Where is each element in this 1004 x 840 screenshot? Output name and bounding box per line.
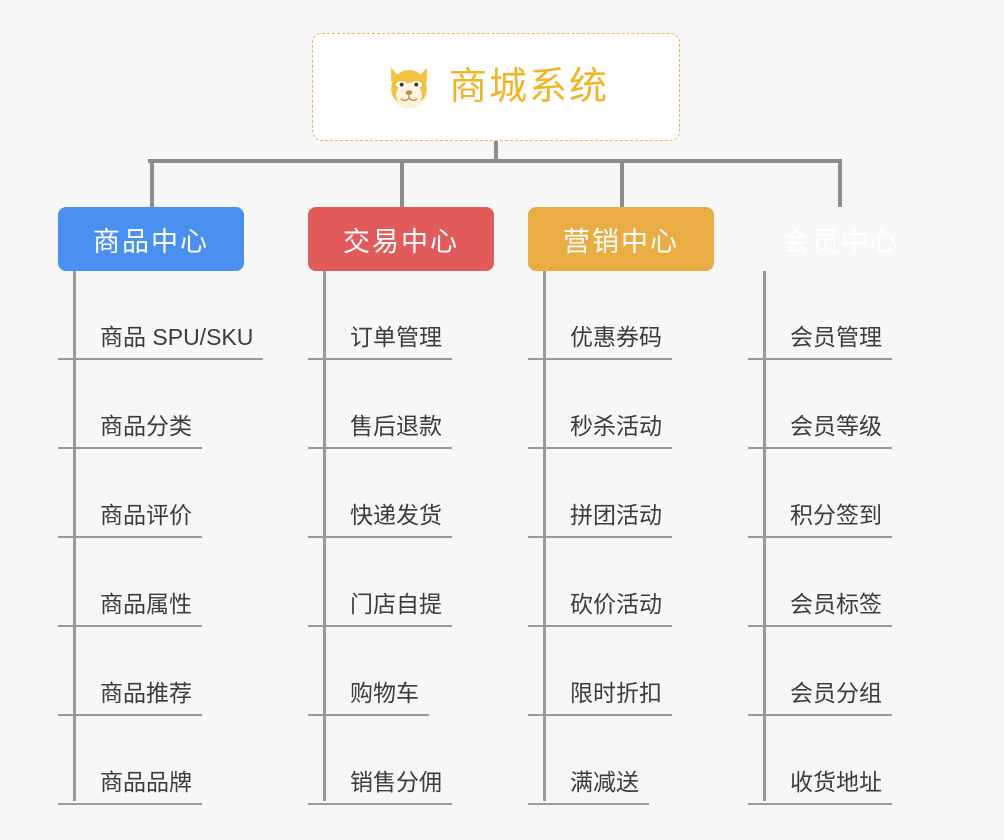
leaf-label: 会员标签 — [748, 590, 892, 627]
leaf-item[interactable]: 商品推荐 — [58, 627, 278, 716]
leaf-item[interactable]: 快递发货 — [308, 449, 528, 538]
leaf-label: 积分签到 — [748, 501, 892, 538]
leaf-label: 会员等级 — [748, 412, 892, 449]
leaf-item[interactable]: 门店自提 — [308, 538, 528, 627]
leaf-list-1: 订单管理 售后退款 快递发货 门店自提 购物车 销售分佣 — [308, 271, 528, 805]
leaf-item[interactable]: 销售分佣 — [308, 716, 528, 805]
leaf-label: 会员管理 — [748, 323, 892, 360]
category-label-2: 营销中心 — [563, 226, 679, 257]
category-header-3[interactable]: 会员中心 — [748, 207, 934, 271]
leaf-label: 快递发货 — [308, 501, 452, 538]
leaf-item[interactable]: 满减送 — [528, 716, 748, 805]
leaf-item[interactable]: 收货地址 — [748, 716, 968, 805]
connector-drop-0 — [150, 159, 154, 207]
leaf-label: 商品分类 — [58, 412, 202, 449]
spine-0 — [73, 271, 76, 801]
spine-1 — [323, 271, 326, 801]
shiba-dog-face-icon — [383, 61, 435, 113]
category-column-1: 交易中心 订单管理 售后退款 快递发货 门店自提 购物车 销售分佣 — [308, 0, 528, 840]
category-header-2[interactable]: 营销中心 — [528, 207, 714, 271]
leaf-item[interactable]: 购物车 — [308, 627, 528, 716]
category-header-1[interactable]: 交易中心 — [308, 207, 494, 271]
leaf-item[interactable]: 商品属性 — [58, 538, 278, 627]
connector-drop-2 — [620, 159, 624, 207]
category-column-0: 商品中心 商品 SPU/SKU 商品分类 商品评价 商品属性 商品推荐 商品品牌 — [58, 0, 278, 840]
leaf-label: 优惠券码 — [528, 323, 672, 360]
leaf-label: 商品评价 — [58, 501, 202, 538]
leaf-label: 购物车 — [308, 679, 429, 716]
leaf-label: 收货地址 — [748, 768, 892, 805]
leaf-item[interactable]: 会员分组 — [748, 627, 968, 716]
leaf-item[interactable]: 优惠券码 — [528, 271, 748, 360]
leaf-label: 商品属性 — [58, 590, 202, 627]
category-column-3: 会员中心 会员管理 会员等级 积分签到 会员标签 会员分组 收货地址 — [748, 0, 968, 840]
leaf-label: 商品推荐 — [58, 679, 202, 716]
leaf-label: 砍价活动 — [528, 590, 672, 627]
leaf-label: 满减送 — [528, 768, 649, 805]
leaf-label: 门店自提 — [308, 590, 452, 627]
leaf-item[interactable]: 秒杀活动 — [528, 360, 748, 449]
leaf-label: 售后退款 — [308, 412, 452, 449]
leaf-list-3: 会员管理 会员等级 积分签到 会员标签 会员分组 收货地址 — [748, 271, 968, 805]
category-header-0[interactable]: 商品中心 — [58, 207, 244, 271]
leaf-item[interactable]: 商品分类 — [58, 360, 278, 449]
leaf-label: 商品 SPU/SKU — [58, 323, 264, 360]
category-label-1: 交易中心 — [343, 226, 459, 257]
leaf-label: 秒杀活动 — [528, 412, 672, 449]
leaf-item[interactable]: 会员等级 — [748, 360, 968, 449]
leaf-item[interactable]: 订单管理 — [308, 271, 528, 360]
spine-2 — [543, 271, 546, 801]
leaf-label: 销售分佣 — [308, 768, 452, 805]
leaf-item[interactable]: 会员标签 — [748, 538, 968, 627]
leaf-label: 限时折扣 — [528, 679, 672, 716]
leaf-item[interactable]: 商品评价 — [58, 449, 278, 538]
leaf-item[interactable]: 会员管理 — [748, 271, 968, 360]
leaf-item[interactable]: 商品品牌 — [58, 716, 278, 805]
category-label-0: 商品中心 — [93, 226, 209, 257]
leaf-label: 商品品牌 — [58, 768, 202, 805]
category-column-2: 营销中心 优惠券码 秒杀活动 拼团活动 砍价活动 限时折扣 满减送 — [528, 0, 748, 840]
leaf-item[interactable]: 限时折扣 — [528, 627, 748, 716]
leaf-label: 订单管理 — [308, 323, 452, 360]
leaf-list-2: 优惠券码 秒杀活动 拼团活动 砍价活动 限时折扣 满减送 — [528, 271, 748, 805]
root-title: 商城系统 — [448, 66, 609, 108]
connector-root-stem — [494, 141, 498, 163]
connector-drop-3 — [838, 159, 842, 207]
leaf-label: 会员分组 — [748, 679, 892, 716]
leaf-item[interactable]: 积分签到 — [748, 449, 968, 538]
leaf-item[interactable]: 售后退款 — [308, 360, 528, 449]
leaf-item[interactable]: 砍价活动 — [528, 538, 748, 627]
spine-3 — [763, 271, 766, 801]
leaf-label: 拼团活动 — [528, 501, 672, 538]
connector-horizontal-bus — [148, 159, 840, 163]
connector-drop-1 — [400, 159, 404, 207]
leaf-item[interactable]: 商品 SPU/SKU — [58, 271, 278, 360]
root-node[interactable]: 商城系统 — [312, 33, 680, 141]
leaf-item[interactable]: 拼团活动 — [528, 449, 748, 538]
leaf-list-0: 商品 SPU/SKU 商品分类 商品评价 商品属性 商品推荐 商品品牌 — [58, 271, 278, 805]
category-label-3: 会员中心 — [783, 226, 899, 257]
